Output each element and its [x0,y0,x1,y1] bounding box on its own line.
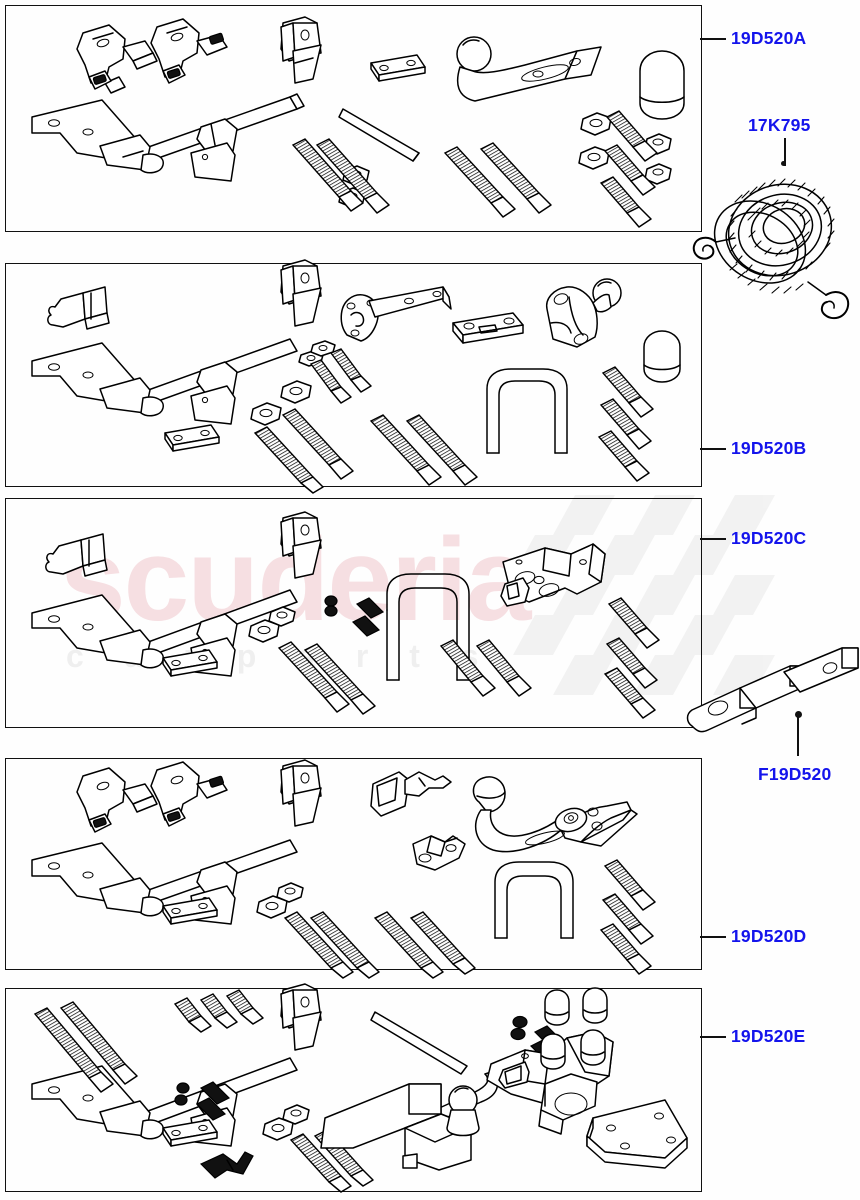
panel-a-frame [5,5,702,232]
hitch-draw-bar-label: F19D520 [758,764,832,784]
panel-e-leader [700,1036,726,1038]
panel-b-artwork [31,259,681,494]
panel-b-frame [5,263,702,487]
panel-e-frame [5,988,702,1192]
panel-d-leader [700,936,726,938]
panel-c-frame [5,498,702,728]
hitch-draw-bar-leader [797,716,799,756]
panel-c-artwork [31,511,660,719]
tow-rope-label: 17K795 [748,115,811,135]
panel-d-label: 19D520D [731,926,807,946]
panel-a-artwork [31,16,685,228]
hitch-draw-bar-artwork [686,647,859,733]
panel-d-artwork [31,759,656,979]
tow-rope-leader-dot [781,161,786,166]
panel-a-leader [700,38,726,40]
tow-rope-leader [784,138,786,166]
panel-a-label: 19D520A [731,28,807,48]
panel-e-label: 19D520E [731,1026,806,1046]
panel-d-frame [5,758,702,970]
panel-e-artwork [31,983,688,1193]
panel-c-leader [700,538,726,540]
panel-c-label: 19D520C [731,528,807,548]
hitch-draw-bar-leader-dot [795,711,802,718]
tow-rope-artwork [692,178,850,320]
panel-b-label: 19D520B [731,438,807,458]
panel-b-leader [700,448,726,450]
